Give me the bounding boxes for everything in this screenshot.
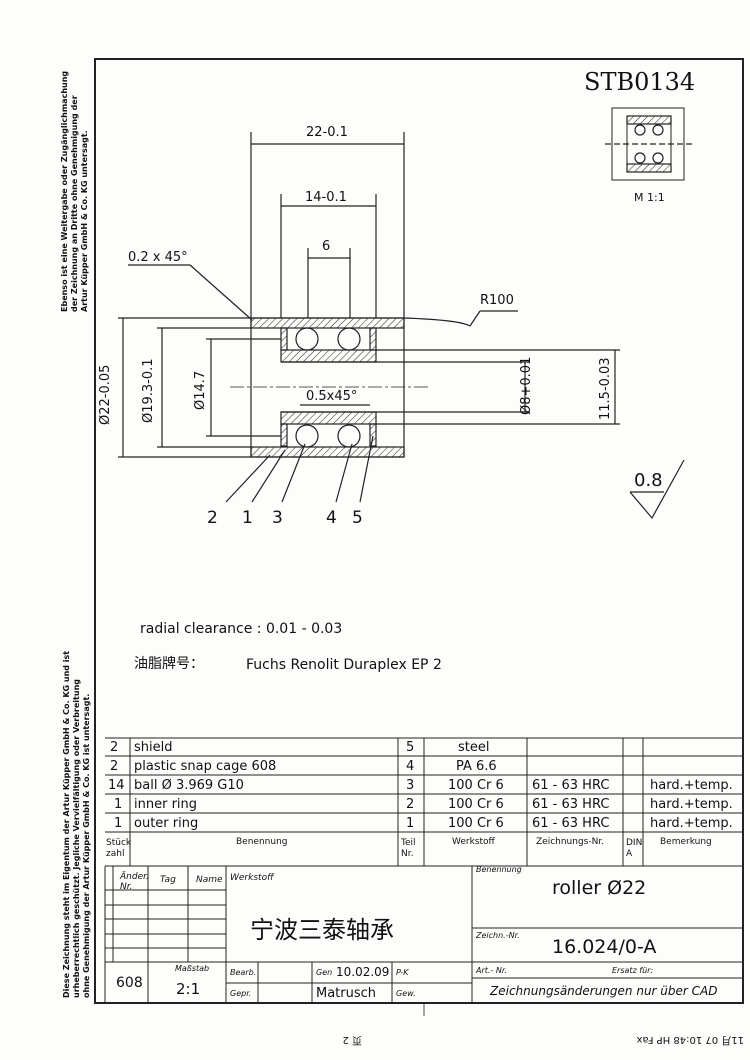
bom-material: 100 Cr 6 bbox=[448, 797, 504, 812]
bom-material: 100 Cr 6 bbox=[448, 816, 504, 831]
bom-remark: hard.+temp. bbox=[650, 797, 733, 812]
dim-dia-outer: Ø22-0.05 bbox=[98, 364, 113, 425]
bom-drawing-no: 61 - 63 HRC bbox=[532, 778, 610, 793]
zeichn-label: Zeichn.-Nr. bbox=[476, 931, 520, 940]
part-callout: 3 bbox=[272, 508, 283, 528]
dim-crown-radius: R100 bbox=[480, 293, 514, 308]
bom-part: 3 bbox=[406, 778, 415, 793]
preview-scale-label: M 1:1 bbox=[634, 191, 665, 204]
bom-name: ball Ø 3.969 G10 bbox=[134, 778, 244, 793]
grease-label: 油脂牌号： bbox=[134, 656, 204, 672]
bom-header-drawing-no: Zeichnungs-Nr. bbox=[536, 837, 605, 847]
part-callout: 1 bbox=[242, 508, 253, 528]
bom-header-material: Werkstoff bbox=[452, 837, 495, 847]
part-callout: 5 bbox=[352, 508, 363, 528]
dim-chamfer-outer: 0.2 x 45° bbox=[128, 250, 188, 265]
drawing-number: 16.024/0-A bbox=[552, 936, 657, 958]
bom-drawing-no: 61 - 63 HRC bbox=[532, 797, 610, 812]
bom-name: plastic snap cage 608 bbox=[134, 759, 277, 774]
dim-chamfer-inner: 0.5x45° bbox=[306, 389, 358, 404]
scale-label: Maßstab bbox=[175, 964, 210, 973]
scale-value: 2:1 bbox=[176, 980, 201, 998]
bom-material: 100 Cr 6 bbox=[448, 778, 504, 793]
fax-footer: 11月 07 10:48 HP Fax bbox=[636, 1034, 744, 1045]
dim-length-bore: 11.5-0.03 bbox=[598, 357, 613, 420]
gepr-label: Gepr. bbox=[230, 989, 252, 998]
scale-preview-thumbnail bbox=[605, 107, 692, 181]
reference-number: 608 bbox=[116, 975, 143, 991]
bom-remark: hard.+temp. bbox=[650, 816, 733, 831]
bom-qty: 2 bbox=[110, 759, 119, 774]
bom-qty: 2 bbox=[110, 740, 119, 755]
rev-name-label: Name bbox=[196, 875, 223, 885]
dim-width-inner: 14-0.1 bbox=[305, 190, 347, 205]
radial-clearance-note: radial clearance : 0.01 - 0.03 bbox=[140, 621, 343, 637]
gew-label: Gew. bbox=[396, 989, 416, 998]
bom-drawing-no: 61 - 63 HRC bbox=[532, 816, 610, 831]
bom-qty: 14 bbox=[108, 778, 125, 793]
bom-name: inner ring bbox=[134, 797, 198, 812]
drawing-code: STB0134 bbox=[584, 68, 696, 96]
dim-dia-bore: Ø8+0.01 bbox=[519, 356, 534, 415]
part-title: roller Ø22 bbox=[552, 877, 647, 899]
benennung-label: Benennung bbox=[476, 865, 522, 874]
bom-qty: 1 bbox=[114, 797, 123, 812]
bearb-label: Bearb. bbox=[230, 968, 257, 977]
art-label: Art.- Nr. bbox=[476, 966, 507, 975]
page-mark: 页 2 bbox=[342, 1034, 362, 1045]
cad-note: Zeichnungsänderungen nur über CAD bbox=[490, 984, 718, 998]
bom-material: steel bbox=[458, 740, 490, 755]
dim-width-ball: 6 bbox=[322, 239, 331, 254]
bom-name: outer ring bbox=[134, 816, 199, 831]
bom-remark: hard.+temp. bbox=[650, 778, 733, 793]
dim-width-outer: 22-0.1 bbox=[306, 125, 348, 140]
ersatz-label: Ersatz für: bbox=[612, 966, 654, 975]
bom-header-remark: Bemerkung bbox=[660, 837, 712, 847]
bom-header-din: DIN A bbox=[626, 838, 643, 859]
dim-dia-shield: Ø19.3-0.1 bbox=[141, 358, 156, 423]
drawing-date: 10.02.09 bbox=[336, 965, 390, 979]
part-callout: 4 bbox=[326, 508, 337, 528]
bom-part: 4 bbox=[406, 759, 415, 774]
drawing-sheet bbox=[94, 58, 744, 1004]
bom-qty: 1 bbox=[114, 816, 123, 831]
bom-part: 2 bbox=[406, 797, 415, 812]
pk-label: P-K bbox=[396, 968, 409, 977]
part-callout: 2 bbox=[207, 508, 218, 528]
bom-part: 5 bbox=[406, 740, 415, 755]
grease-value: Fuchs Renolit Duraplex EP 2 bbox=[246, 657, 442, 673]
bom-name: shield bbox=[134, 740, 173, 755]
rev-day-label: Tag bbox=[160, 875, 176, 885]
bom-header-qty: Stück zahl bbox=[106, 838, 132, 859]
roughness-value: 0.8 bbox=[634, 470, 663, 491]
bom-header-name: Benennung bbox=[236, 837, 288, 847]
rev-change-label: Änder. Nr. bbox=[120, 872, 149, 892]
drawn-by: Matrusch bbox=[316, 986, 377, 1001]
bom-material: PA 6.6 bbox=[456, 759, 497, 774]
bom-part: 1 bbox=[406, 816, 415, 831]
gen-label: Gen bbox=[316, 968, 333, 977]
company-name: 宁波三泰轴承 bbox=[250, 916, 394, 944]
material-label: Werkstoff bbox=[230, 873, 274, 883]
bom-header-part: Teil Nr. bbox=[401, 838, 416, 859]
dim-dia-inner-race: Ø14.7 bbox=[193, 370, 208, 410]
